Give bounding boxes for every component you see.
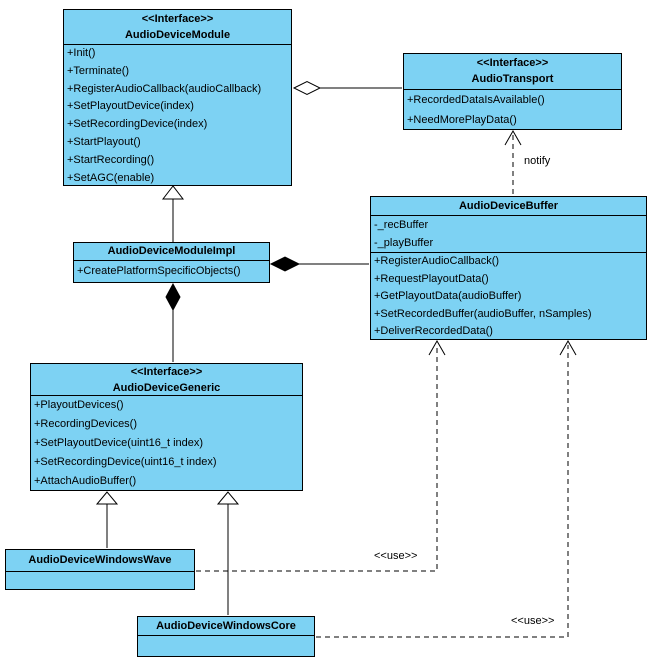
methods-compartment: +RegisterAudioCallback() +RequestPlayout…: [371, 253, 646, 341]
class-name: AudioTransport: [471, 73, 554, 85]
method-label: +SetPlayoutDevice(index): [67, 100, 194, 113]
class-header: <<Interface>> AudioTransport: [404, 54, 621, 90]
aggregation-diamond: [292, 80, 322, 96]
method-label: +StartRecording(): [67, 153, 155, 166]
class-name: AudioDeviceWindowsWave: [6, 550, 194, 572]
method-label: +NeedMorePlayData(): [407, 114, 517, 126]
use-arrowhead-wave: [428, 339, 446, 356]
class-audio-device-generic[interactable]: <<Interface>> AudioDeviceGeneric +Playou…: [30, 363, 303, 491]
class-audio-device-buffer[interactable]: AudioDeviceBuffer -_recBuffer -_playBuff…: [370, 196, 647, 340]
class-stereotype: <<Interface>>: [141, 13, 214, 25]
class-audio-device-windows-wave[interactable]: AudioDeviceWindowsWave: [5, 549, 195, 590]
method-label: +RegisterAudioCallback(): [374, 255, 500, 267]
method-label: +CreatePlatformSpecificObjects(): [77, 265, 241, 277]
attribute-label: -_recBuffer: [374, 219, 429, 231]
generalization-triangle-core: [216, 491, 240, 505]
class-name: AudioDeviceBuffer: [371, 197, 646, 216]
use-dependency-line-core: [316, 345, 569, 638]
attribute-label: -_playBuffer: [374, 237, 434, 249]
notify-arrowhead: [504, 129, 522, 146]
method-label: +Init(): [67, 47, 96, 59]
class-name: AudioDeviceModule: [124, 29, 231, 41]
class-audio-device-module-impl[interactable]: AudioDeviceModuleImpl +CreatePlatformSpe…: [73, 242, 270, 283]
attributes-compartment: -_recBuffer -_playBuffer: [371, 216, 646, 253]
class-audio-transport[interactable]: <<Interface>> AudioTransport +RecordedDa…: [403, 53, 622, 130]
method-label: +RecordingDevices(): [34, 418, 138, 430]
method-label: +SetRecordedBuffer(audioBuffer, nSamples…: [374, 307, 592, 320]
notify-label: notify: [524, 155, 551, 167]
generalization-triangle-wave: [95, 491, 119, 505]
class-name: AudioDeviceGeneric: [112, 382, 221, 394]
composition-diamond-buffer: [269, 256, 301, 272]
class-header: <<Interface>> AudioDeviceGeneric: [31, 364, 302, 396]
use-label-wave: <<use>>: [374, 550, 418, 562]
method-label: +AttachAudioBuffer(): [34, 475, 137, 487]
class-stereotype: <<Interface>>: [476, 57, 549, 69]
method-label: +RecordedDataIsAvailable(): [407, 94, 545, 106]
use-arrowhead-core: [559, 339, 577, 356]
method-label: +SetRecordingDevice(uint16_t index): [34, 456, 217, 468]
methods-compartment: +PlayoutDevices() +RecordingDevices() +S…: [31, 396, 302, 491]
method-label: +DeliverRecordedData(): [374, 325, 493, 337]
class-name: AudioDeviceModuleImpl: [74, 243, 269, 261]
class-header: <<Interface>> AudioDeviceModule: [64, 10, 291, 45]
method-label: +RegisterAudioCallback(audioCallback): [67, 82, 262, 95]
generalization-triangle-moduleimpl: [161, 185, 185, 200]
class-stereotype: <<Interface>>: [130, 366, 203, 378]
use-label-core: <<use>>: [511, 615, 555, 627]
methods-compartment: +RecordedDataIsAvailable() +NeedMorePlay…: [404, 90, 621, 130]
methods-compartment: +CreatePlatformSpecificObjects(): [74, 261, 269, 282]
class-name: AudioDeviceWindowsCore: [138, 617, 314, 636]
method-label: +Terminate(): [67, 64, 130, 77]
method-label: +SetPlayoutDevice(uint16_t index): [34, 437, 204, 449]
class-audio-device-module[interactable]: <<Interface>> AudioDeviceModule +Init() …: [63, 9, 292, 186]
composition-diamond-generic: [165, 282, 181, 312]
method-label: +GetPlayoutData(audioBuffer): [374, 290, 522, 302]
method-label: +StartPlayout(): [67, 135, 141, 148]
method-label: +SetAGC(enable): [67, 171, 155, 184]
method-label: +SetRecordingDevice(index): [67, 118, 208, 131]
methods-compartment: +Init() +Terminate() +RegisterAudioCallb…: [64, 45, 291, 187]
class-audio-device-windows-core[interactable]: AudioDeviceWindowsCore: [137, 616, 315, 657]
method-label: +PlayoutDevices(): [34, 399, 124, 411]
method-label: +RequestPlayoutData(): [374, 272, 489, 285]
